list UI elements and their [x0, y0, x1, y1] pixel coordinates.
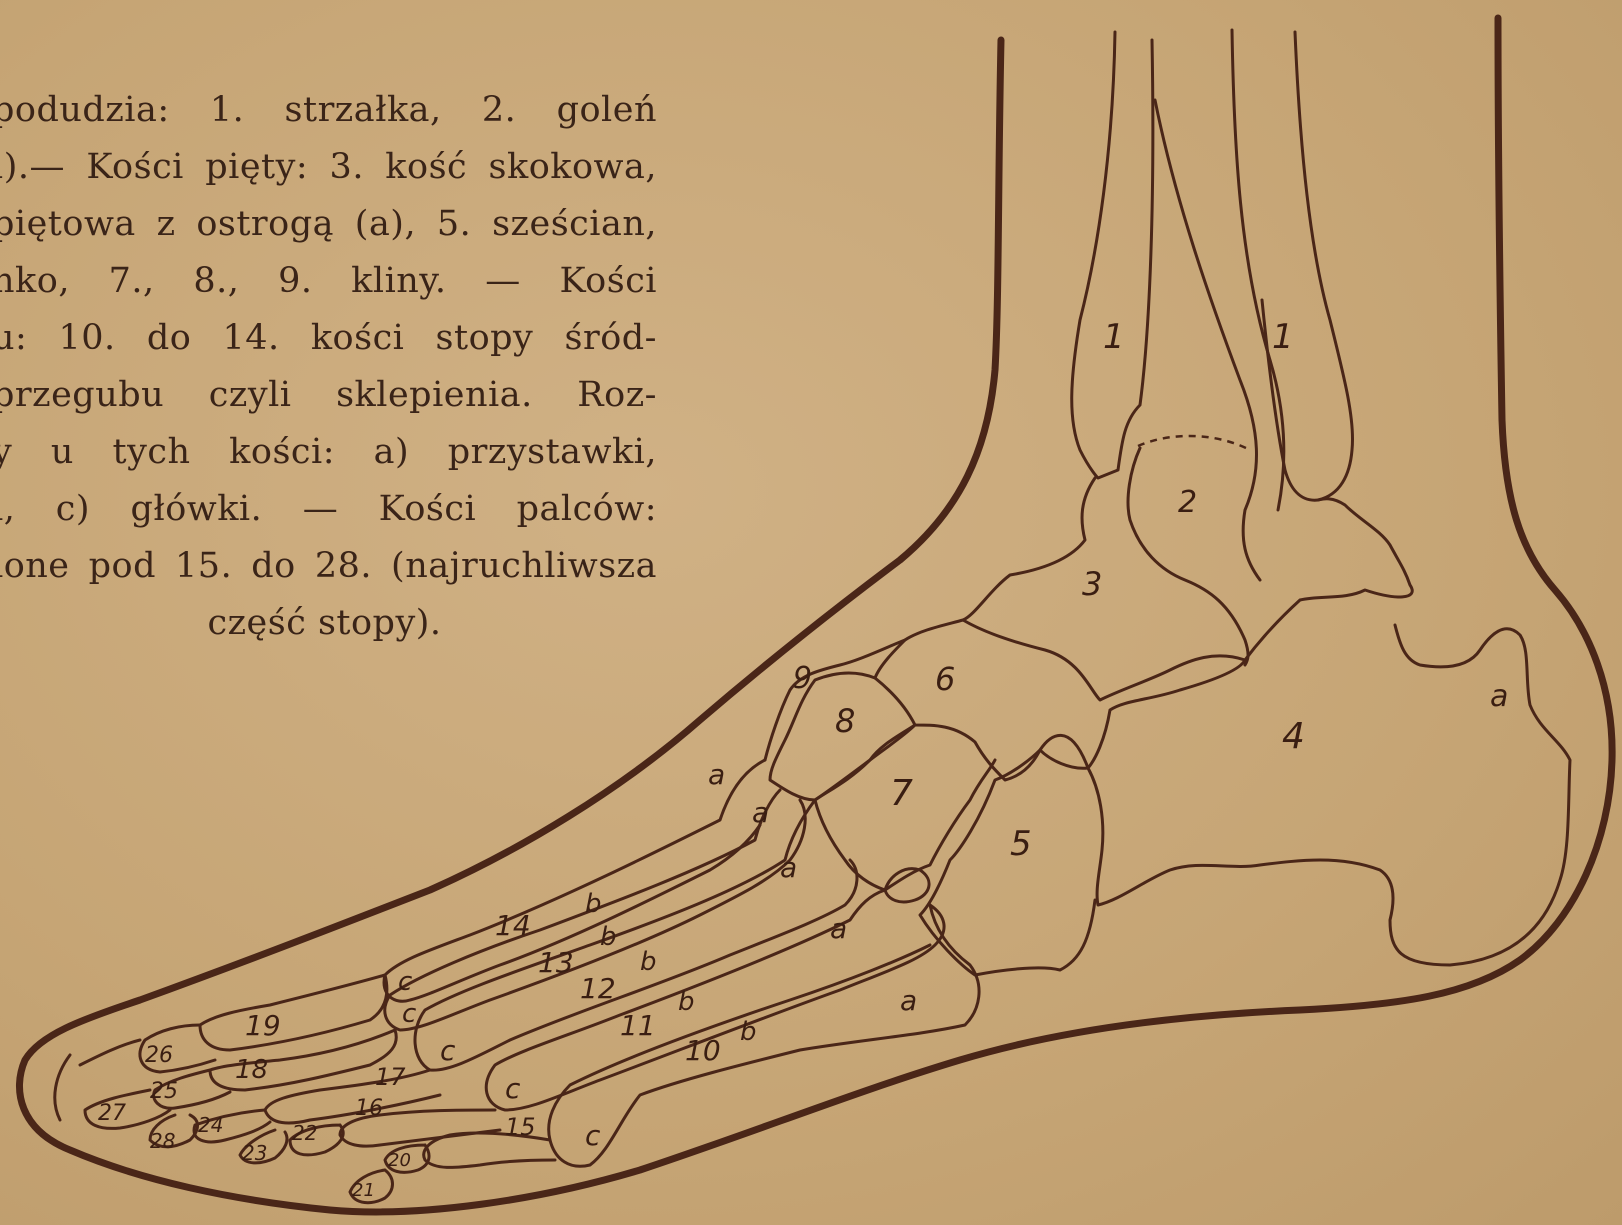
- tibia-dashed-edge: [1138, 436, 1250, 450]
- bone-cuneiform-9: [765, 640, 905, 760]
- label-phalanx-28: 28: [150, 1129, 175, 1153]
- label-mt12-b: b: [640, 947, 657, 977]
- label-phalanx-20: 20: [388, 1150, 411, 1171]
- label-mt11-b: b: [678, 987, 695, 1017]
- bone-navicular: [875, 620, 1088, 780]
- label-fibula-1: 1: [1103, 317, 1125, 357]
- label-phalanx-15: 15: [505, 1113, 536, 1141]
- label-phalanx-19: 19: [245, 1009, 281, 1042]
- label-phalanx-24: 24: [198, 1113, 223, 1137]
- label-mt12-a: a: [780, 851, 797, 884]
- label-mt12-c: c: [440, 1034, 456, 1067]
- label-mt13-a: a: [752, 796, 769, 829]
- label-tibia-1: 1: [1272, 317, 1294, 357]
- label-tibia-2: 2: [1178, 485, 1197, 520]
- bone-tibia-shaft-inner: [1232, 30, 1284, 510]
- label-mt11-c: c: [505, 1072, 521, 1105]
- label-calcaneus-a: a: [1490, 679, 1508, 714]
- label-calcaneus-4: 4: [1282, 716, 1305, 757]
- label-cuneiform-8: 8: [835, 702, 855, 740]
- label-mt14: 14: [495, 909, 531, 942]
- label-phalanx-21: 21: [352, 1180, 375, 1201]
- label-mt13-c: c: [402, 999, 416, 1029]
- label-phalanx-18: 18: [235, 1055, 268, 1085]
- label-mt14-a: a: [708, 758, 725, 791]
- bone-tibia-shaft: [1155, 100, 1260, 580]
- label-mt10-c: c: [585, 1119, 601, 1152]
- label-phalanx-26: 26: [145, 1043, 173, 1068]
- label-mt10-a: a: [900, 984, 917, 1017]
- bone-phalanx-19: [200, 975, 387, 1050]
- label-phalanx-16: 16: [355, 1096, 383, 1121]
- label-phalanx-23: 23: [242, 1141, 267, 1165]
- bone-fibula-right: [1262, 32, 1353, 500]
- label-cuneiform-9: 9: [793, 661, 812, 696]
- label-navicular-6: 6: [935, 660, 955, 698]
- label-phalanx-27: 27: [98, 1101, 126, 1126]
- label-mt11: 11: [620, 1009, 656, 1042]
- bone-fibula: [1072, 32, 1153, 478]
- bone-phalanx-17: [265, 1070, 440, 1123]
- label-mt14-b: b: [585, 889, 602, 919]
- label-talus-3: 3: [1082, 565, 1102, 603]
- bone-tibia-2: [1128, 448, 1248, 665]
- label-mt13-b: b: [600, 922, 617, 952]
- label-cuboid-5: 5: [1010, 824, 1032, 864]
- label-mt10: 10: [685, 1034, 721, 1067]
- label-mt10-b: b: [740, 1017, 757, 1047]
- label-cuneiform-7: 7: [890, 773, 913, 814]
- label-mt11-a: a: [830, 912, 847, 945]
- label-mt14-c: c: [398, 967, 412, 997]
- label-mt13: 13: [538, 946, 574, 979]
- label-phalanx-17: 17: [375, 1063, 406, 1091]
- label-mt12: 12: [580, 972, 616, 1005]
- label-phalanx-22: 22: [292, 1121, 317, 1145]
- label-phalanx-25: 25: [150, 1079, 178, 1104]
